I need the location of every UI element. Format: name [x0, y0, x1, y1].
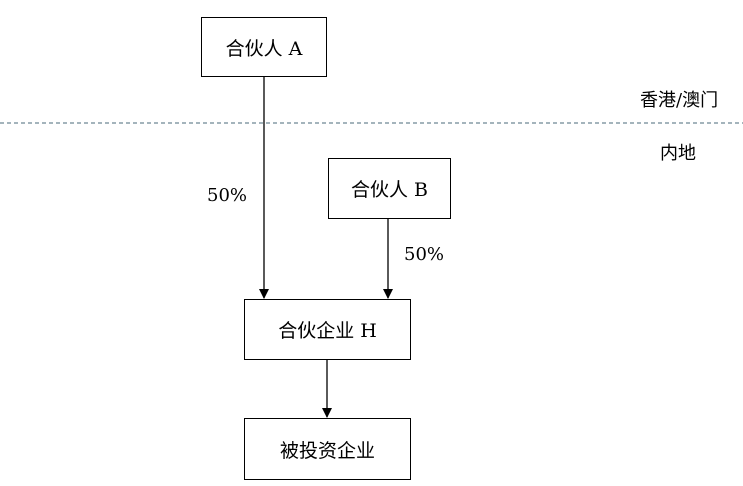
node-partner-b-label: 合伙人 B [350, 179, 428, 201]
node-invested-company-label: 被投资企业 [279, 439, 375, 462]
node-partner-b: 合伙人 B [328, 158, 451, 219]
node-partner-a-label: 合伙人 A [225, 37, 303, 60]
node-partner-a: 合伙人 A [201, 17, 327, 77]
node-partnership-h-label: 合伙企业 H [278, 320, 377, 342]
region-label-hk-macau: 香港/澳门 [640, 90, 719, 111]
node-partnership-h: 合伙企业 H [244, 299, 411, 360]
region-label-mainland: 内地 [660, 143, 696, 164]
share-label-b: 50% [404, 244, 445, 265]
node-invested-company: 被投资企业 [244, 418, 411, 480]
share-label-a: 50% [207, 185, 248, 206]
